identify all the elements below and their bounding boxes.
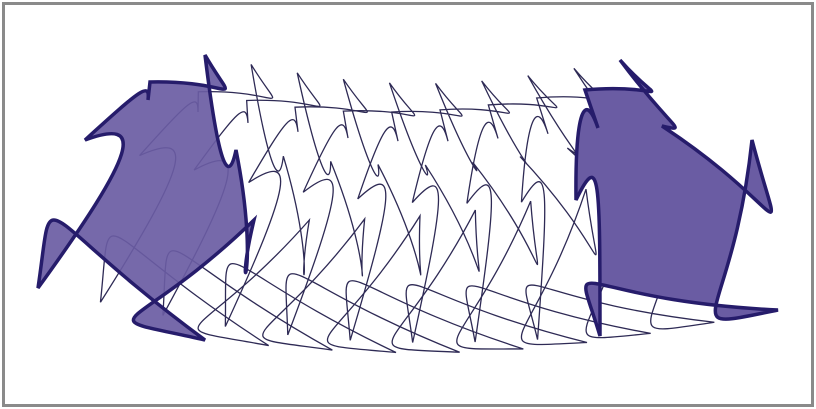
blend-diagram	[0, 0, 816, 409]
